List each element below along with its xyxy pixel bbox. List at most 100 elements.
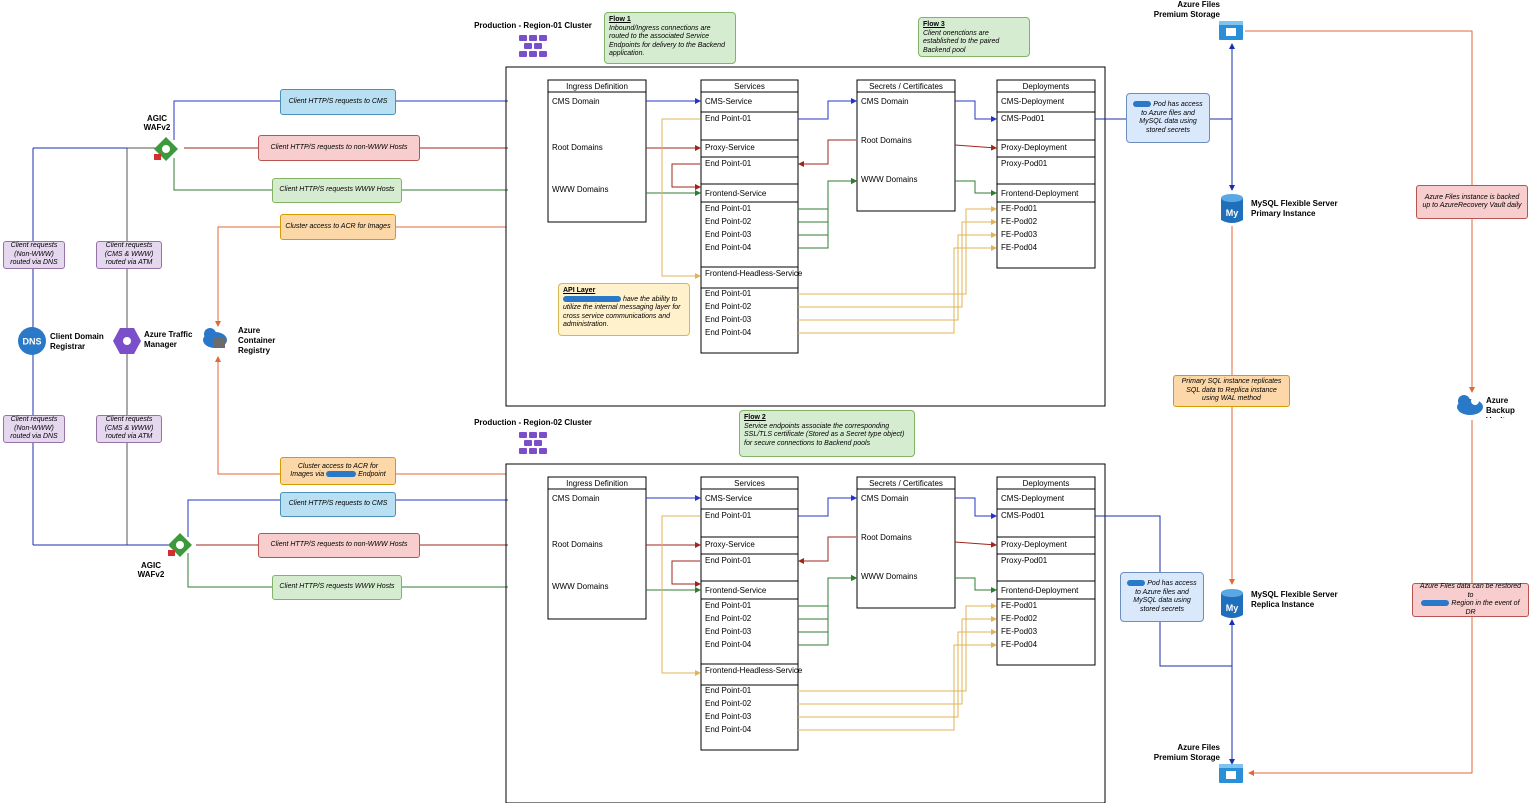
- atm-requests-note-top: Client requests (CMS & WWW) routed via A…: [96, 241, 162, 269]
- svg-text:My: My: [1226, 603, 1239, 613]
- services-row: End Point-04: [705, 725, 752, 734]
- container-registry-icon: [203, 328, 227, 348]
- restore-note: Azure Files data can be restored to Regi…: [1412, 583, 1529, 617]
- services-row: End Point-01: [705, 511, 752, 520]
- backup-vault-label: Azure Backup Vault: [1486, 396, 1515, 418]
- agic-waf-icon: [154, 137, 178, 161]
- dns-requests-note-top: Client requests (Non-WWW) routed via DNS: [3, 241, 65, 269]
- mysql-icon: My: [1221, 589, 1243, 618]
- services-row: Proxy-Service: [705, 143, 755, 152]
- services-row: End Point-02: [705, 614, 752, 623]
- services-row: Frontend-Service: [705, 189, 767, 198]
- ingress-row: WWW Domains: [552, 582, 608, 591]
- deployments-row: Proxy-Deployment: [1001, 540, 1068, 549]
- services-row: End Point-01: [705, 159, 752, 168]
- ingress-row: CMS Domain: [552, 494, 600, 503]
- dns-label: Client Domain Registrar: [50, 332, 104, 351]
- ingress-row: CMS Domain: [552, 97, 600, 106]
- cluster-boundary: [505, 463, 1106, 803]
- services-row: Proxy-Service: [705, 540, 755, 549]
- services-row: End Point-01: [705, 289, 752, 298]
- deployments-row: CMS-Deployment: [1001, 494, 1065, 503]
- services-row: End Point-01: [705, 601, 752, 610]
- azure-files-icon: [1219, 21, 1243, 40]
- req-cms-note: Client HTTP/S requests to CMS: [280, 89, 396, 115]
- traffic-manager-icon: [113, 328, 141, 354]
- ingress-header: Ingress Definition: [566, 82, 628, 91]
- deployments-row: FE-Pod04: [1001, 640, 1038, 649]
- deployments-row: Proxy-Pod01: [1001, 556, 1048, 565]
- services-row: End Point-04: [705, 640, 752, 649]
- kubernetes-icon: [519, 35, 547, 57]
- cluster-title: Production - Region-01 Cluster: [474, 21, 592, 30]
- backup-vault-icon: [1457, 395, 1483, 415]
- dns-icon: DNS: [18, 327, 46, 355]
- pod-access-note-2: Pod has access to Azure files and MySQL …: [1120, 572, 1204, 622]
- atm-requests-note-bottom: Client requests (CMS & WWW) routed via A…: [96, 415, 162, 443]
- deployments-row: FE-Pod03: [1001, 230, 1038, 239]
- deployments-row: FE-Pod02: [1001, 217, 1038, 226]
- req-nonwww-note-2: Client HTTP/S requests to non-WWW Hosts: [258, 533, 420, 558]
- deployments-header: Deployments: [1023, 479, 1070, 488]
- svg-text:My: My: [1226, 208, 1239, 218]
- mysql-replica-label: MySQL Flexible Server Replica Instance: [1251, 590, 1338, 609]
- req-www-note: Client HTTP/S requests WWW Hosts: [272, 178, 402, 203]
- secrets-row: CMS Domain: [861, 97, 909, 106]
- deployments-row: Proxy-Pod01: [1001, 159, 1048, 168]
- acr-access-note-2: Cluster access to ACR for Images via End…: [280, 457, 396, 485]
- mysql-icon: My: [1221, 194, 1243, 223]
- acr-label: Azure Container Registry: [238, 326, 275, 355]
- services-header: Services: [734, 479, 765, 488]
- services-row: End Point-01: [705, 556, 752, 565]
- deployments-row: FE-Pod01: [1001, 601, 1038, 610]
- services-row: CMS-Service: [705, 97, 753, 106]
- deployments-row: CMS-Deployment: [1001, 97, 1065, 106]
- files-label-top: Azure Files Premium Storage: [1154, 0, 1220, 19]
- secrets-header: Secrets / Certificates: [869, 479, 943, 488]
- secrets-row: WWW Domains: [861, 175, 917, 184]
- services-row: CMS-Service: [705, 494, 753, 503]
- req-nonwww-note: Client HTTP/S requests to non-WWW Hosts: [258, 135, 420, 161]
- dns-requests-note-bottom: Client requests (Non-WWW) routed via DNS: [3, 415, 65, 443]
- deployments-row: FE-Pod02: [1001, 614, 1038, 623]
- services-row: Frontend-Service: [705, 586, 767, 595]
- services-row: End Point-02: [705, 217, 752, 226]
- agic-label-1: AGIC WAFv2: [144, 114, 171, 132]
- secrets-row: CMS Domain: [861, 494, 909, 503]
- deployments-row: Proxy-Deployment: [1001, 143, 1068, 152]
- deployments-header: Deployments: [1023, 82, 1070, 91]
- services-row: End Point-03: [705, 230, 752, 239]
- api-layer-note: API Layer have the ability to utilize th…: [558, 283, 690, 336]
- replication-note: Primary SQL instance replicates SQL data…: [1173, 375, 1290, 407]
- services-row: End Point-03: [705, 627, 752, 636]
- agic-waf-icon: [168, 533, 192, 557]
- ingress-row: WWW Domains: [552, 185, 608, 194]
- services-row: End Point-03: [705, 315, 752, 324]
- services-row: Frontend-Headless-Service: [705, 666, 803, 675]
- pod-access-note-1: Pod has access to Azure files and MySQL …: [1126, 93, 1210, 143]
- ingress-row: Root Domains: [552, 143, 603, 152]
- services-row: End Point-04: [705, 328, 752, 337]
- services-row: End Point-01: [705, 686, 752, 695]
- ingress-row: Root Domains: [552, 540, 603, 549]
- req-cms-note-2: Client HTTP/S requests to CMS: [280, 492, 396, 517]
- atm-label: Azure Traffic Manager: [144, 330, 192, 349]
- services-row: Frontend-Headless-Service: [705, 269, 803, 278]
- deployments-row: CMS-Pod01: [1001, 511, 1045, 520]
- services-row: End Point-02: [705, 302, 752, 311]
- deployments-row: Frontend-Deployment: [1001, 586, 1079, 595]
- cluster-title: Production - Region-02 Cluster: [474, 418, 592, 427]
- deployments-row: FE-Pod01: [1001, 204, 1038, 213]
- services-row: End Point-04: [705, 243, 752, 252]
- deployments-row: FE-Pod04: [1001, 243, 1038, 252]
- req-www-note-2: Client HTTP/S requests WWW Hosts: [272, 575, 402, 600]
- cluster-boundary: [505, 66, 1106, 407]
